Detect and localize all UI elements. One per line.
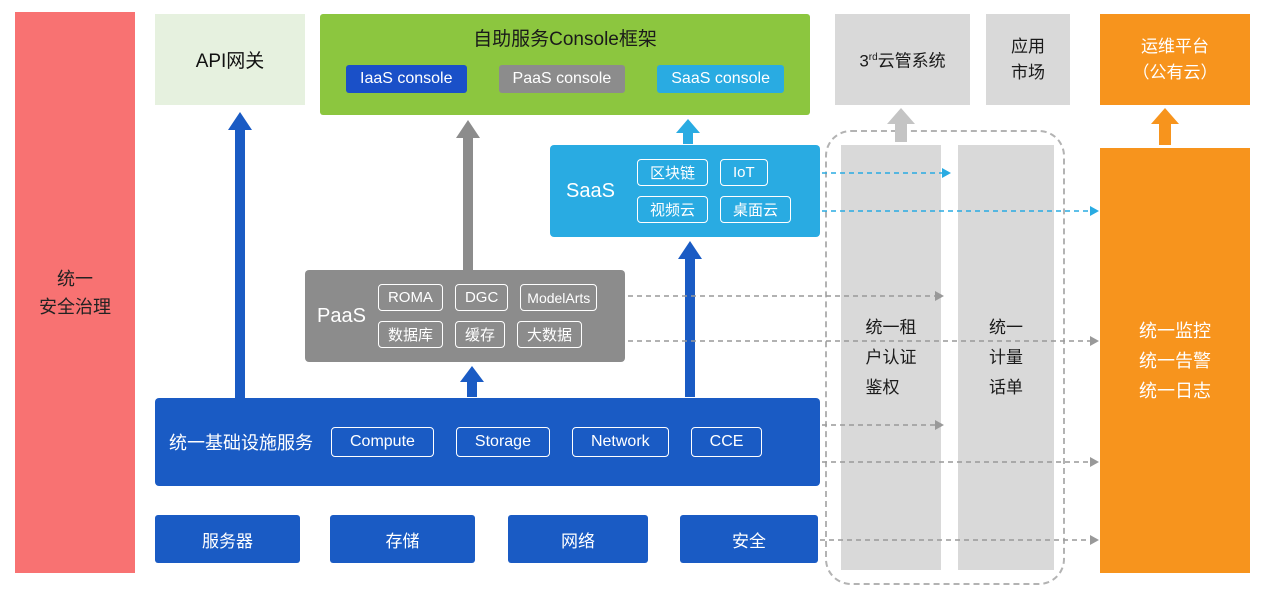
chip-network: Network bbox=[571, 427, 669, 457]
api-gateway-label: API网关 bbox=[195, 51, 265, 72]
chip-cache: 缓存 bbox=[454, 321, 505, 348]
console-buttons-row: IaaS console PaaS console SaaS console bbox=[346, 65, 784, 93]
paas-console-button: PaaS console bbox=[498, 65, 626, 93]
console-framework-box: 自助服务Console框架 IaaS console PaaS console … bbox=[320, 14, 810, 115]
chip-video-cloud: 视频云 bbox=[636, 196, 708, 223]
infrastructure-chips: Compute Storage Network CCE bbox=[331, 427, 763, 457]
security-governance-bar: 统一 安全治理 bbox=[15, 12, 135, 573]
arrow-paas-to-console bbox=[456, 120, 480, 270]
infrastructure-label: 统一基础设施服务 bbox=[169, 433, 313, 453]
saas-label: SaaS bbox=[566, 179, 615, 202]
chip-compute: Compute bbox=[331, 427, 434, 457]
chip-cce: CCE bbox=[690, 427, 763, 457]
monitoring-label: 统一监控 统一告警 统一日志 bbox=[1139, 320, 1211, 401]
shared-services-dashed-frame bbox=[825, 130, 1065, 585]
metering-label: 统一 计量 话单 bbox=[989, 317, 1023, 397]
chip-modelarts: ModelArts bbox=[520, 284, 598, 311]
third-party-cms-label: 3rd云管系统 bbox=[859, 51, 946, 71]
third-party-cms-box: 3rd云管系统 bbox=[835, 14, 970, 105]
arrow-infra-to-api-gateway bbox=[228, 112, 252, 398]
security-governance-label: 统一 安全治理 bbox=[39, 268, 111, 317]
arrow-infra-to-saas bbox=[678, 241, 702, 397]
console-framework-title: 自助服务Console框架 bbox=[473, 29, 657, 50]
iaas-console-button: IaaS console bbox=[346, 65, 467, 93]
api-gateway-box: API网关 bbox=[155, 14, 305, 105]
hw-box-security: 安全 bbox=[680, 515, 818, 563]
chip-storage: Storage bbox=[455, 427, 550, 457]
chip-database: 数据库 bbox=[377, 321, 443, 348]
hw-box-storage: 存储 bbox=[330, 515, 475, 563]
metering-bar: 统一 计量 话单 bbox=[958, 145, 1054, 570]
tenant-auth-bar: 统一租 户认证 鉴权 bbox=[841, 145, 941, 570]
monitoring-bar: 统一监控 统一告警 统一日志 bbox=[1100, 148, 1250, 573]
paas-box: PaaS ROMA DGC ModelArts 数据库 缓存 大数据 bbox=[305, 270, 625, 362]
hw-box-server: 服务器 bbox=[155, 515, 300, 563]
saas-chips: 区块链 IoT 视频云 桌面云 bbox=[636, 159, 791, 223]
saas-box: SaaS 区块链 IoT 视频云 桌面云 bbox=[550, 145, 820, 237]
arrow-infra-to-paas bbox=[460, 366, 484, 397]
chip-bigdata: 大数据 bbox=[516, 321, 582, 348]
hw-box-network: 网络 bbox=[508, 515, 648, 563]
app-market-label: 应用 市场 bbox=[1011, 36, 1045, 82]
app-market-box: 应用 市场 bbox=[986, 14, 1070, 105]
infrastructure-box: 统一基础设施服务 Compute Storage Network CCE bbox=[155, 398, 820, 486]
paas-label: PaaS bbox=[317, 304, 366, 327]
chip-iot: IoT bbox=[719, 159, 768, 186]
chip-desktop-cloud: 桌面云 bbox=[719, 196, 791, 223]
paas-chips: ROMA DGC ModelArts 数据库 缓存 大数据 bbox=[377, 284, 598, 348]
saas-console-button: SaaS console bbox=[657, 65, 784, 93]
chip-roma: ROMA bbox=[377, 284, 443, 311]
arrow-monitoring-to-ops bbox=[1151, 108, 1179, 145]
chip-blockchain: 区块链 bbox=[636, 159, 708, 186]
chip-dgc: DGC bbox=[454, 284, 509, 311]
ops-platform-box: 运维平台 （公有云） bbox=[1100, 14, 1250, 105]
tenant-auth-label: 统一租 户认证 鉴权 bbox=[865, 317, 917, 397]
ops-platform-label: 运维平台 （公有云） bbox=[1132, 36, 1218, 82]
arrow-saas-to-console bbox=[676, 119, 700, 144]
